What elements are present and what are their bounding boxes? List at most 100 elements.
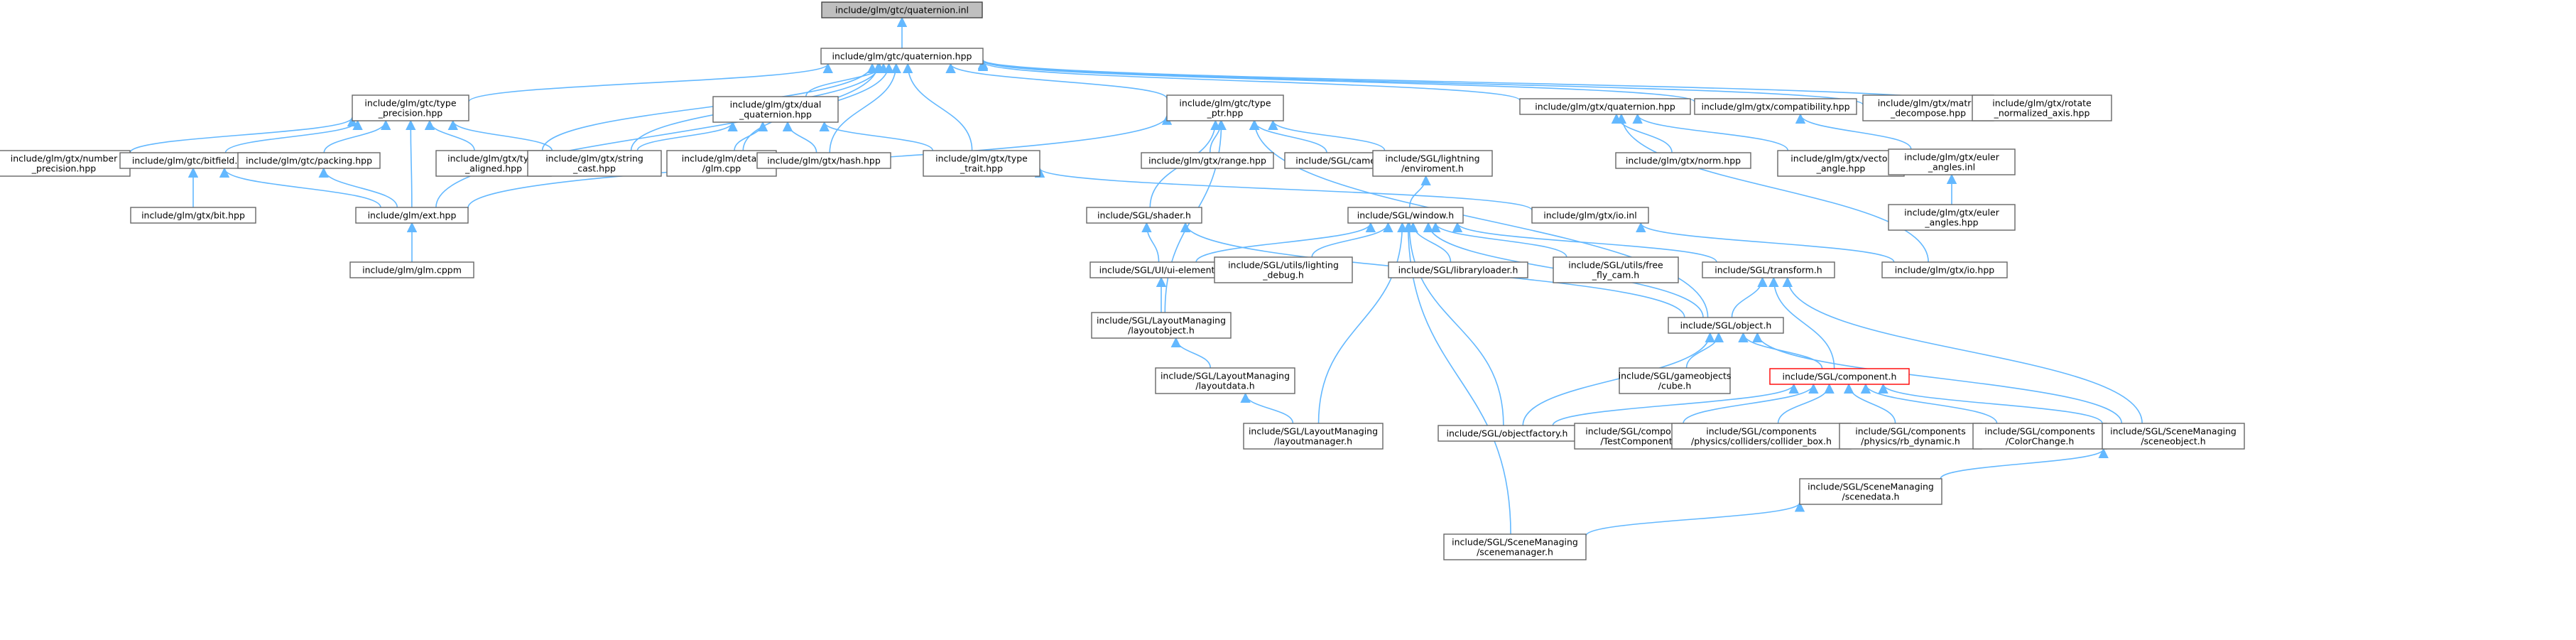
graph-node-iohpp[interactable]: include/glm/gtx/io.hpp xyxy=(1881,261,2008,278)
graph-node-lightdebug[interactable]: include/SGL/utils/lighting_debug.h xyxy=(1214,256,1353,283)
dependency-edge xyxy=(1731,276,1768,318)
dependency-edge xyxy=(978,60,1521,102)
graph-node-label: include/SGL/lightning/enviroment.h xyxy=(1385,153,1479,174)
graph-node-box xyxy=(1799,478,1942,505)
graph-node-layoutmgr[interactable]: include/SGL/LayoutManaging/layoutmanager… xyxy=(1243,423,1384,450)
graph-node-label: include/glm/gtx/type_trait.hpp xyxy=(935,153,1028,174)
graph-node-transform[interactable]: include/SGL/transform.h xyxy=(1702,261,1835,278)
graph-node-cube[interactable]: include/SGL/gameobjects/cube.h xyxy=(1619,367,1732,394)
graph-node-quathpp[interactable]: include/glm/gtc/quaternion.hpp xyxy=(820,48,984,65)
graph-node-dualq[interactable]: include/glm/gtx/dual_quaternion.hpp xyxy=(712,96,839,123)
dependency-edge xyxy=(978,60,1695,103)
graph-node-hash[interactable]: include/glm/gtx/hash.hpp xyxy=(756,152,891,169)
graph-node-box xyxy=(1214,256,1353,283)
dependency-edge xyxy=(1430,222,1567,258)
graph-node-label: include/glm/gtx/hash.hpp xyxy=(767,156,881,166)
graph-node-box xyxy=(349,261,474,278)
graph-node-bit[interactable]: include/glm/gtx/bit.hpp xyxy=(130,207,256,224)
graph-node-compat[interactable]: include/glm/gtx/compatibility.hpp xyxy=(1694,98,1857,115)
graph-node-freecam[interactable]: include/SGL/utils/free_fly_cam.h xyxy=(1553,256,1679,283)
graph-node-label: include/SGL/LayoutManaging/layoutobject.… xyxy=(1097,315,1226,336)
dependency-edge xyxy=(1777,383,1835,424)
graph-node-label: include/SGL/LayoutManaging/layoutmanager… xyxy=(1249,426,1378,447)
graph-node-label: include/glm/gtx/rotate_normalized_axis.h… xyxy=(1992,98,2092,119)
dependency-edge xyxy=(1170,337,1212,369)
graph-node-box xyxy=(1668,317,1784,334)
graph-node-vecangle[interactable]: include/glm/gtx/vector_angle.hpp xyxy=(1777,150,1905,177)
graph-node-label: include/SGL/SceneManaging/scenemanager.h xyxy=(1452,537,1578,558)
dependency-edge xyxy=(636,121,738,151)
graph-node-gtxquat[interactable]: include/glm/gtx/quaternion.hpp xyxy=(1519,98,1691,115)
graph-node-collider[interactable]: include/SGL/components/physics/colliders… xyxy=(1671,423,1852,450)
graph-node-scenedata[interactable]: include/SGL/SceneManaging/scenedata.h xyxy=(1799,478,1942,505)
graph-node-box xyxy=(0,150,131,177)
dependency-edge xyxy=(1268,119,1386,151)
graph-node-rbdyn[interactable]: include/SGL/components/physics/rb_dynami… xyxy=(1839,423,1982,450)
dependency-edge xyxy=(1403,222,1511,535)
dependency-edge xyxy=(1585,501,1805,536)
graph-node-label: include/glm/gtc/quaternion.inl xyxy=(835,5,969,16)
graph-node-label: include/SGL/component.h xyxy=(1783,371,1897,382)
dependency-edge xyxy=(1249,119,1709,318)
graph-node-object[interactable]: include/SGL/object.h xyxy=(1668,317,1784,334)
graph-node-label: include/glm/gtc/bitfield.hpp xyxy=(132,156,254,166)
dependency-edge xyxy=(1940,448,2109,479)
graph-node-ioinl[interactable]: include/glm/gtx/io.inl xyxy=(1531,207,1649,224)
dependency-edge xyxy=(1408,175,1431,208)
graph-node-box xyxy=(1888,204,2016,231)
graph-node-label: include/SGL/SceneManaging/scenedata.h xyxy=(1808,482,1934,502)
graph-node-objfactory[interactable]: include/SGL/objectfactory.h xyxy=(1438,425,1577,442)
graph-node-eulerinl[interactable]: include/glm/gtx/euler_angles.inl xyxy=(1888,148,2016,175)
graph-node-typeptr[interactable]: include/glm/gtc/type_ptr.hpp xyxy=(1166,94,1284,121)
graph-node-box xyxy=(1141,152,1274,169)
graph-node-uielement[interactable]: include/SGL/UI/ui-element.h xyxy=(1089,261,1233,278)
graph-node-shader[interactable]: include/SGL/shader.h xyxy=(1086,207,1202,224)
graph-node-window[interactable]: include/SGL/window.h xyxy=(1347,207,1464,224)
dependency-edge xyxy=(1795,113,1912,150)
graph-node-sceneobj[interactable]: include/SGL/SceneManaging/sceneobject.h xyxy=(2102,423,2245,450)
graph-node-scenemgr[interactable]: include/SGL/SceneManaging/scenemanager.h xyxy=(1443,533,1587,560)
dependency-edge xyxy=(1311,222,1393,258)
dependency-edge xyxy=(978,58,1973,106)
dependency-edge xyxy=(1860,383,1998,424)
graph-node-norm[interactable]: include/glm/gtx/norm.hpp xyxy=(1615,152,1751,169)
graph-node-typetrait[interactable]: include/glm/gtx/type_trait.hpp xyxy=(923,150,1040,177)
graph-node-rotnorm[interactable]: include/glm/gtx/rotate_normalized_axis.h… xyxy=(1972,94,2112,121)
graph-node-bitfield[interactable]: include/glm/gtc/bitfield.hpp xyxy=(119,152,267,169)
graph-node-box xyxy=(821,1,983,18)
dependency-edge xyxy=(406,119,416,208)
graph-node-label: include/SGL/utils/free_fly_cam.h xyxy=(1568,260,1663,281)
graph-node-label: include/glm/gtx/io.hpp xyxy=(1895,265,1994,276)
graph-node-label: include/glm/gtc/packing.hpp xyxy=(246,156,372,166)
graph-node-label: include/SGL/UI/ui-element.h xyxy=(1099,265,1224,276)
graph-node-root[interactable]: include/glm/gtc/quaternion.inl xyxy=(821,1,983,18)
dependency-edge xyxy=(1403,222,1504,426)
dependency-edge xyxy=(902,63,973,151)
dependency-edge xyxy=(447,119,553,151)
graph-node-colorchange[interactable]: include/SGL/components/ColorChange.h xyxy=(1972,423,2107,450)
graph-node-label: include/SGL/SceneManaging/sceneobject.h xyxy=(2110,426,2237,447)
graph-node-component[interactable]: include/SGL/component.h xyxy=(1769,368,1910,385)
dependency-edge xyxy=(323,119,391,153)
dependency-edge xyxy=(829,63,901,153)
graph-node-label: include/glm/gtx/norm.hpp xyxy=(1626,156,1741,166)
graph-node-eulerhpp[interactable]: include/glm/gtx/euler_angles.hpp xyxy=(1888,204,2016,231)
graph-node-packing[interactable]: include/glm/gtc/packing.hpp xyxy=(237,152,381,169)
graph-node-stringcast[interactable]: include/glm/gtx/string_cast.hpp xyxy=(527,150,662,177)
graph-node-label: include/SGL/utils/lighting_debug.h xyxy=(1228,260,1339,281)
graph-node-typeprec[interactable]: include/glm/gtc/type_precision.hpp xyxy=(352,94,469,121)
graph-node-box xyxy=(1881,261,2008,278)
dependency-edge xyxy=(219,167,381,208)
graph-node-layoutdata[interactable]: include/SGL/LayoutManaging/layoutdata.h xyxy=(1155,367,1295,394)
graph-node-libloader[interactable]: include/SGL/libraryloader.h xyxy=(1388,261,1528,278)
graph-node-layoutobj[interactable]: include/SGL/LayoutManaging/layoutobject.… xyxy=(1091,312,1232,339)
graph-node-range[interactable]: include/glm/gtx/range.hpp xyxy=(1141,152,1274,169)
graph-node-label: include/SGL/components/physics/colliders… xyxy=(1691,426,1832,447)
graph-node-ext[interactable]: include/glm/ext.hpp xyxy=(355,207,469,224)
graph-node-label: include/SGL/LayoutManaging/layoutdata.h xyxy=(1161,371,1290,391)
graph-node-box xyxy=(237,152,381,169)
graph-node-glmcppm[interactable]: include/glm/glm.cppm xyxy=(349,261,474,278)
graph-node-numprec[interactable]: include/glm/gtx/number_precision.hpp xyxy=(0,150,131,177)
graph-node-lightenv[interactable]: include/SGL/lightning/enviroment.h xyxy=(1372,150,1493,177)
